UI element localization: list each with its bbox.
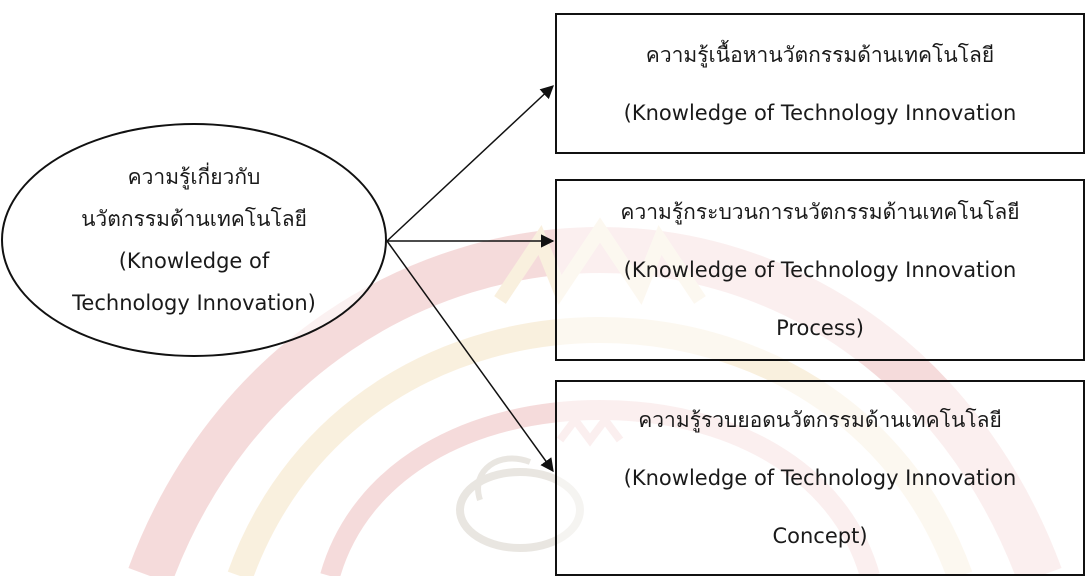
concept-knowledge-english-1: (Knowledge of Technology Innovation xyxy=(623,466,1017,490)
content-knowledge-thai: ความรู้เนื้อหานวัตกรรมด้านเทคโนโลยี xyxy=(645,42,995,67)
central-title-thai-1: ความรู้เกี่ยวกับ xyxy=(127,165,261,189)
concept-knowledge-box: ความรู้รวบยอดนวัตกรรมด้านเทคโนโลยี (Know… xyxy=(555,380,1085,576)
arrow-to-content-box xyxy=(386,85,554,242)
process-knowledge-thai: ความรู้กระบวนการนวัตกรรมด้านเทคโนโลยี xyxy=(620,200,1020,224)
concept-knowledge-thai: ความรู้รวบยอดนวัตกรรมด้านเทคโนโลยี xyxy=(638,408,1002,432)
central-title-english-1: (Knowledge of xyxy=(118,249,270,273)
arrow-to-concept-box xyxy=(386,240,554,473)
process-knowledge-english-2: Process) xyxy=(776,316,864,340)
central-title-thai-2: นวัตกรรมด้านเทคโนโลยี xyxy=(81,207,307,231)
central-concept-ellipse: ความรู้เกี่ยวกับ นวัตกรรมด้านเทคโนโลยี (… xyxy=(1,123,387,357)
central-title-english-2: Technology Innovation) xyxy=(72,291,316,315)
content-knowledge-english: (Knowledge of Technology Innovation xyxy=(623,100,1017,125)
process-knowledge-english-1: (Knowledge of Technology Innovation xyxy=(623,258,1017,282)
content-knowledge-box: ความรู้เนื้อหานวัตกรรมด้านเทคโนโลยี (Kno… xyxy=(555,13,1085,154)
concept-knowledge-english-2: Concept) xyxy=(772,524,868,548)
process-knowledge-box: ความรู้กระบวนการนวัตกรรมด้านเทคโนโลยี (K… xyxy=(555,179,1085,361)
